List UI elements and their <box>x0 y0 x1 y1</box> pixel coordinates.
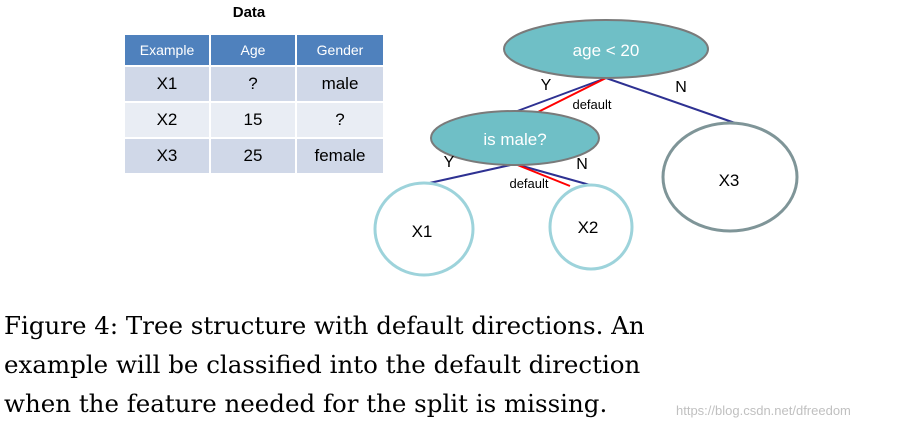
leaf-x3-label: X3 <box>719 171 740 190</box>
inner-no-label: N <box>576 156 588 173</box>
table-cell: 15 <box>211 101 297 137</box>
column-header: Example <box>125 35 211 65</box>
edge-inner-yes <box>424 163 516 185</box>
edge-inner-default <box>514 163 571 187</box>
figure-caption: Figure 4: Tree structure with default di… <box>4 306 919 423</box>
watermark-text: https://blog.csdn.net/dfreedom <box>676 403 851 418</box>
caption-line: when the feature needed for the split is… <box>4 389 608 418</box>
caption-line: Figure 4: Tree structure with default di… <box>4 311 645 340</box>
inner-node-label: is male? <box>483 130 546 149</box>
table-cell: female <box>297 137 383 173</box>
table-cell: 25 <box>211 137 297 173</box>
table-row: X3 25 female <box>125 137 383 173</box>
edge-inner-no <box>514 163 591 186</box>
table-header-row: Example Age Gender <box>125 35 383 65</box>
leaf-x1 <box>373 181 475 277</box>
root-decision-node <box>503 19 709 79</box>
data-table-title: Data <box>232 4 266 21</box>
inner-yes-label: Y <box>444 154 455 171</box>
decision-tree-diagram: age < 20 is male? X1 X2 X3 Y N default Y… <box>373 19 799 277</box>
column-header: Age <box>211 35 297 65</box>
column-header: Gender <box>297 35 383 65</box>
edge-root-yes <box>511 77 607 114</box>
caption-line: example will be classified into the defa… <box>4 350 641 379</box>
table-cell: X3 <box>125 137 211 173</box>
table-row: X2 15 ? <box>125 101 383 137</box>
root-no-label: N <box>675 79 687 96</box>
table-cell: ? <box>297 101 383 137</box>
table-row: X1 ? male <box>125 65 383 101</box>
root-yes-label: Y <box>541 77 552 94</box>
table-cell: X2 <box>125 101 211 137</box>
root-default-label: default <box>572 97 611 112</box>
table-cell: male <box>297 65 383 101</box>
table-cell: ? <box>211 65 297 101</box>
table-cell: X1 <box>125 65 211 101</box>
inner-default-label: default <box>509 176 548 191</box>
leaf-x3 <box>661 121 799 233</box>
leaf-x2 <box>548 183 634 271</box>
data-table: Example Age Gender X1 ? male X2 15 ? X3 … <box>125 35 383 173</box>
root-node-label: age < 20 <box>573 41 640 60</box>
leaf-x1-label: X1 <box>412 222 433 241</box>
leaf-x2-label: X2 <box>578 218 599 237</box>
edge-root-no <box>605 77 736 124</box>
inner-decision-node <box>430 110 600 166</box>
